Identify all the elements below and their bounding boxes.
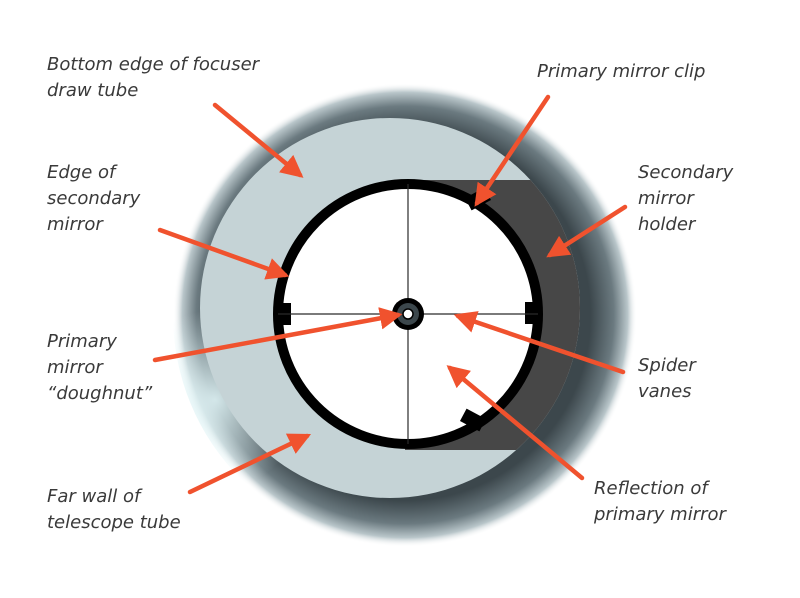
arrow-far-wall bbox=[187, 433, 312, 495]
label-primary-doughnut: Primary mirror “doughnut” bbox=[47, 331, 153, 404]
arrow-primary-doughnut bbox=[152, 307, 403, 363]
label-focuser-edge: Bottom edge of focuser draw tube bbox=[47, 54, 260, 101]
arrow-secondary-edge bbox=[157, 227, 290, 280]
label-far-wall: Far wall of telescope tube bbox=[47, 486, 181, 533]
label-secondary-edge: Edge of secondary mirror bbox=[47, 162, 141, 235]
label-secondary-holder: Secondary mirror holder bbox=[638, 162, 734, 235]
label-mirror-clip: Primary mirror clip bbox=[537, 61, 706, 82]
doughnut-center bbox=[402, 308, 414, 320]
arrow-spider-vanes bbox=[453, 311, 626, 375]
label-reflection: Reflection of primary mirror bbox=[594, 478, 726, 525]
arrow-reflection bbox=[446, 365, 585, 481]
mirror-clip-right bbox=[525, 302, 537, 324]
primary-mirror-clip-lower bbox=[460, 408, 486, 432]
arrow-secondary-holder bbox=[546, 204, 628, 258]
arrow-focuser-edge bbox=[212, 102, 304, 178]
arrow-mirror-clip bbox=[474, 94, 551, 207]
label-spider-vanes: Spider vanes bbox=[638, 355, 696, 402]
